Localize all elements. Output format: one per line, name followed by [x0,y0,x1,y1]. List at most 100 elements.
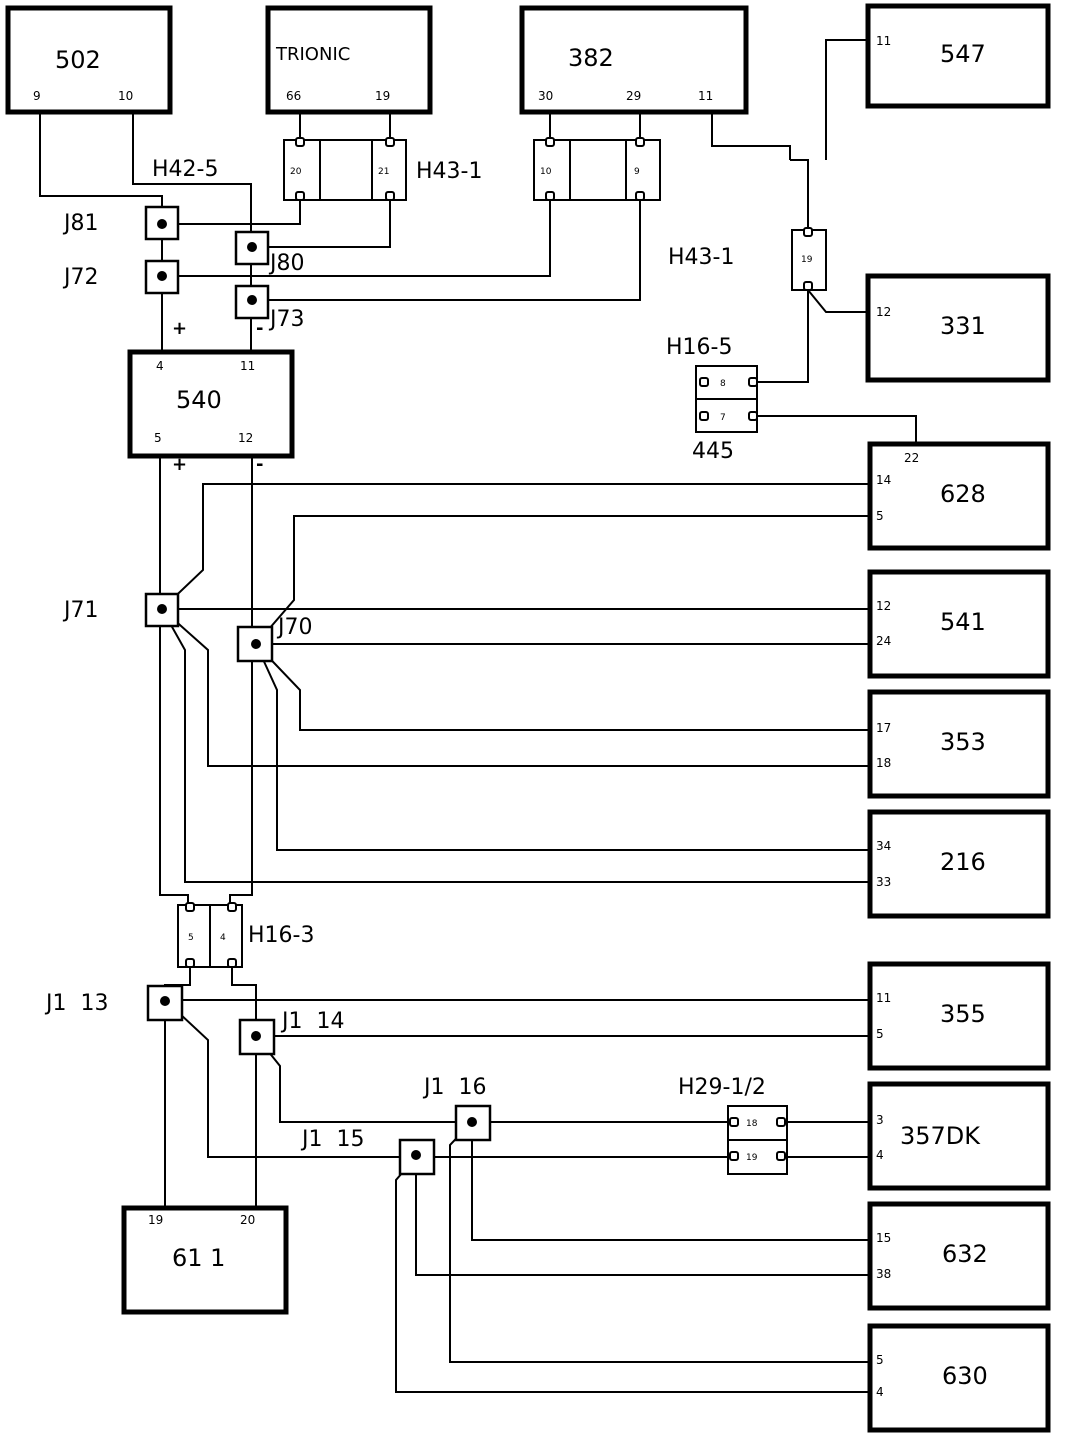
polarity-plus: + [172,318,187,339]
wire-547-11 [825,39,870,160]
wire-j70-to-353-17 [255,643,872,731]
component-502-label: 502 [55,46,101,74]
wire-540-5-down [159,456,189,905]
connector-label-445: 445 [692,439,734,464]
component-540: 540 4 11 5 12 [127,349,295,459]
component-628-label: 628 [940,480,986,508]
junction-label-j72: J72 [62,265,98,290]
component-355-label: 355 [940,1000,986,1028]
pin-label: 11 [876,991,891,1005]
pin-label: 29 [626,89,641,103]
component-216: 216 34 33 [867,809,1051,919]
component-611: 61 1 19 20 [121,1205,289,1315]
pin-label: 9 [33,89,41,103]
wire-j71-to-353-18 [161,608,872,767]
pin-label: 4 [156,359,164,373]
pin-label: 10 [118,89,133,103]
pin-label: 5 [876,509,884,523]
component-547-label: 547 [940,40,986,68]
wire-j71-to-628-14 [161,483,872,610]
pin-label: 12 [876,305,891,319]
pin-label: 10 [540,167,552,177]
pin-label: 22 [904,451,919,465]
component-540-label: 540 [176,386,222,414]
connector-label-h16-3: H16-3 [248,923,314,948]
connector-h29: 18 19 [727,1105,788,1175]
pin-label: 7 [720,413,726,423]
pin-label: 5 [876,1027,884,1041]
pin-label: 4 [876,1148,884,1162]
wire-j70-to-628-5 [255,515,872,645]
pin-label: 19 [801,255,813,265]
connector-label-h16-5: H16-5 [666,335,732,360]
pin-label: 11 [698,89,713,103]
junction-j73 [234,284,270,320]
connector-h43-1-382: 10 9 [533,137,661,201]
wire-j1-16-to-632-15 [471,1122,872,1241]
junction-j1-16 [454,1104,492,1142]
wire-540-12-down [229,456,253,905]
pin-label: 14 [876,473,891,487]
junction-label-j70: J70 [276,615,312,640]
pin-label: 66 [286,89,301,103]
wire-h43-10-to-j72 [162,198,551,277]
junction-j70 [236,625,274,663]
pin-label: 18 [876,756,891,770]
wire-conn19-to-331 [807,289,870,313]
component-630: 630 5 4 [867,1323,1051,1433]
pin-label: 5 [188,933,194,943]
junction-j1-15 [398,1138,436,1176]
pin-label: 34 [876,839,891,853]
connector-label-h43-1-top: H43-1 [416,159,482,184]
junction-label-j1-15: J1 15 [300,1127,364,1152]
pin-label: 19 [746,1153,758,1163]
component-353-label: 353 [940,728,986,756]
component-630-label: 630 [942,1362,988,1390]
pin-label: 12 [238,431,253,445]
wire-502-pin10-to-j80 [132,112,252,247]
wire-j1-13-to-j1-15 [164,999,416,1158]
connector-label-h42-5: H42-5 [152,157,218,182]
component-357dk: 357DK 3 4 [867,1081,1051,1191]
junction-j80 [234,230,270,266]
component-541-label: 541 [940,608,986,636]
component-216-label: 216 [940,848,986,876]
junction-j1-13 [146,984,184,1022]
pin-label: 19 [148,1213,163,1227]
component-331: 331 12 [865,273,1051,383]
junction-j72 [144,259,180,295]
component-632: 632 15 38 [867,1201,1051,1311]
wire-h16-3-4-down [231,966,257,1033]
wire-h43-9-to-j73 [251,198,641,301]
junction-j81 [144,205,180,241]
pin-label: 20 [240,1213,255,1227]
polarity-minus: - [256,318,263,339]
connector-h16-5: 8 7 [695,365,758,433]
component-353: 353 17 18 [867,689,1051,799]
pin-label: 20 [290,167,302,177]
polarity-minus: - [256,454,263,475]
component-382: 382 30 29 11 [519,5,749,115]
wire-h43-21-to-j80 [251,198,391,248]
component-357dk-label: 357DK [900,1122,981,1150]
wire-502-pin9-to-j81 [39,112,163,222]
polarity-plus: + [172,454,187,475]
component-502: 502 9 10 [5,5,173,115]
wire-crossover [790,159,809,230]
junction-label-j1-16: J1 16 [422,1075,486,1100]
junction-label-j1-13: J1 13 [44,991,108,1016]
wire-h16-5-to-628 [757,415,917,446]
wire-j1-15-to-632-38 [415,1157,872,1276]
component-trionic: TRIONIC 66 19 [265,5,433,115]
junction-j71 [144,592,180,628]
pin-label: 30 [538,89,553,103]
junction-label-j81: J81 [62,211,98,236]
junction-j1-14 [238,1018,276,1056]
junction-label-j1-14: J1 14 [280,1009,344,1034]
pin-label: 18 [746,1119,758,1129]
component-331-label: 331 [940,312,986,340]
connector-label-h29: H29-1/2 [678,1075,766,1100]
pin-label: 21 [378,167,389,177]
pin-label: 4 [220,933,226,943]
